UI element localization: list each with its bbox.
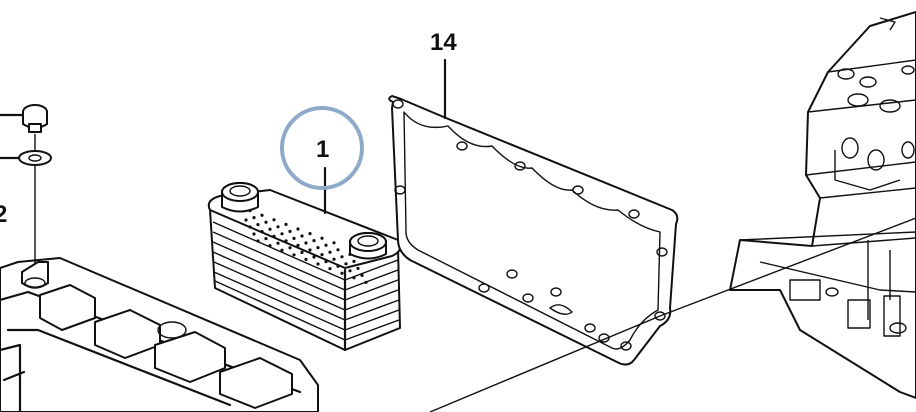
cover-housing <box>0 257 319 412</box>
bolt-and-washer <box>0 104 52 289</box>
gasket <box>388 95 679 366</box>
assembly-guide-lines <box>429 217 916 412</box>
cooler-dot-pattern <box>244 209 368 284</box>
gasket-bolt-holes <box>392 99 668 351</box>
callout-label-2[interactable]: 2 <box>0 201 7 228</box>
callout-label-1[interactable]: 1 <box>316 136 329 163</box>
oil-cooler <box>207 182 402 352</box>
callout-1-highlight-circle <box>280 106 364 190</box>
engine-block <box>729 11 916 399</box>
callout-label-14[interactable]: 14 <box>430 29 457 56</box>
